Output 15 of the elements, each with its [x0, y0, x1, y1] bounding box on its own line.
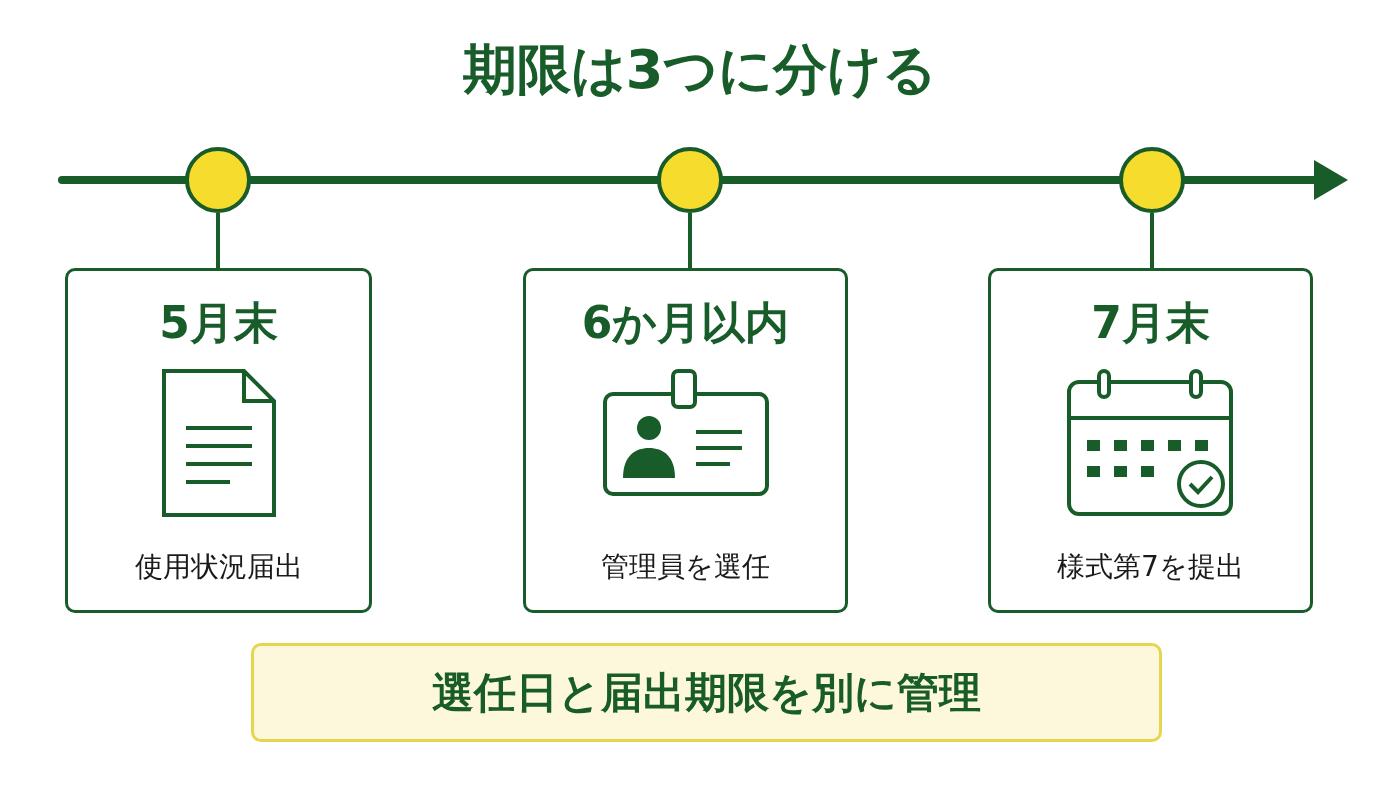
task-label: 様式第7を提出 — [1057, 549, 1244, 585]
deadline-heading: 7月末 — [1091, 297, 1210, 350]
milestone-card — [988, 268, 1313, 613]
milestone-card — [523, 268, 848, 613]
note-text: 選任日と届出期限を別に管理 — [432, 666, 981, 719]
connector-line — [1150, 213, 1154, 268]
task-label: 使用状況届出 — [134, 549, 303, 585]
milestone-card — [65, 268, 372, 613]
connector-line — [688, 213, 692, 268]
note-box — [251, 643, 1162, 742]
deadline-heading: 5月末 — [159, 297, 278, 350]
task-label: 管理員を選任 — [601, 549, 770, 585]
title: 期限は3つに分ける — [462, 38, 938, 103]
deadline-heading: 6か月以内 — [581, 297, 790, 350]
connector-line — [216, 213, 220, 268]
